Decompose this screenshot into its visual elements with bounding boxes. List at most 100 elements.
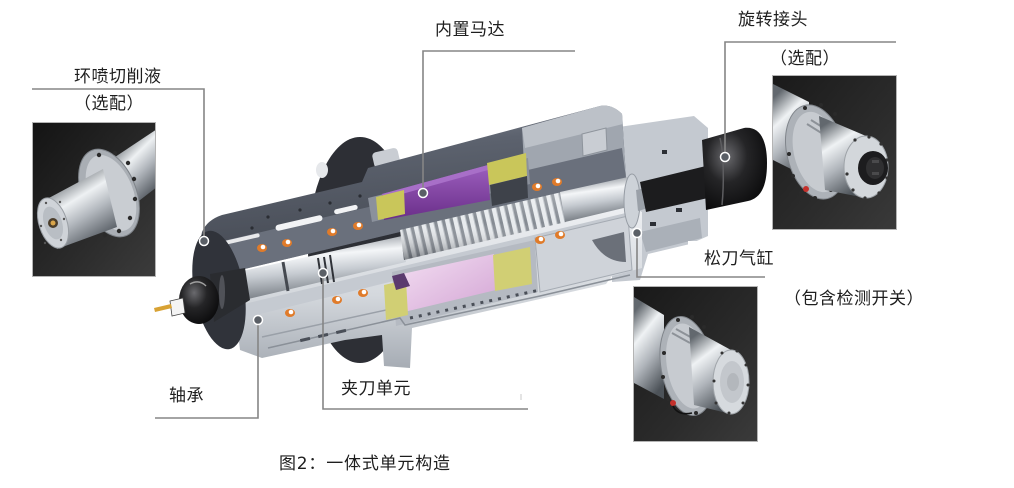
stator-end-ring-left (376, 190, 405, 220)
bearing-ball (282, 239, 292, 247)
release-cylinder-photo-image (634, 287, 757, 441)
coolant-channel-slot (224, 233, 260, 245)
bolt-hole (676, 318, 680, 322)
label-release-cylinder: 松刀气缸 (704, 249, 774, 269)
stator-lower-ring-right (493, 247, 532, 291)
bolt-hole (791, 174, 795, 178)
shaft-collar (281, 261, 290, 292)
bolt-hole (112, 150, 118, 156)
built-in-motor-stator (376, 153, 532, 320)
nozzle-hole (58, 200, 62, 204)
end-face-hole (845, 172, 849, 176)
bolt-hole (116, 228, 122, 234)
bearing-highlight (535, 183, 541, 189)
bearing-highlight (285, 239, 291, 245)
rotary-joint-tooth (872, 160, 879, 163)
bearing-highlight (538, 236, 544, 242)
spindle-nose (154, 230, 250, 350)
bearing-highlight (330, 228, 336, 234)
tool-tip (154, 304, 172, 312)
bearing-highlight (361, 289, 367, 295)
nozzle-hole (39, 224, 43, 228)
switch-cable (672, 405, 693, 415)
upper-housing-rear-highlight (522, 105, 623, 148)
leader-line (724, 41, 896, 157)
label-bearing: 轴承 (169, 386, 204, 406)
rear-housing-hole (662, 150, 667, 154)
bulb-highlight (189, 281, 207, 287)
callout-marker-icon (719, 151, 731, 163)
leader-coolant-ring (32, 88, 210, 247)
end-face-hole (741, 401, 745, 405)
coolant-ring-photo-image (33, 123, 155, 276)
stator-upper-half (382, 165, 490, 220)
rotary-joint-photo-image (773, 76, 896, 229)
rear-housing-step (640, 218, 702, 252)
bearing-ball (353, 222, 363, 230)
callout-marker-icon (317, 267, 329, 279)
label-rotary-joint: 旋转接头 (738, 10, 808, 30)
tool-holder-bulb (179, 276, 219, 324)
end-face-hole (714, 401, 718, 405)
clamp-ring (329, 254, 335, 283)
stator-lower-ring-left (384, 280, 408, 320)
callout-marker-icon (252, 314, 264, 326)
rotary-joint-photo (772, 75, 897, 230)
bearing-highlight (288, 309, 294, 315)
end-face-hole (867, 135, 871, 139)
bolt-hole (813, 196, 817, 200)
bolt-hole (125, 160, 131, 166)
tool-collet (169, 297, 186, 317)
label-coolant-ring: 环喷切削液 (74, 67, 162, 87)
callout-marker-icon (198, 235, 210, 247)
note-release-cylinder-switch: （包含检测开关） (784, 289, 924, 309)
coolant-channel-slot (334, 204, 358, 215)
nozzle-hole (43, 241, 47, 245)
bolt-hole (131, 176, 137, 182)
stator-lower-half (402, 254, 496, 312)
bearings (257, 178, 565, 317)
bolt-hole (666, 397, 670, 401)
lower-channel-line (261, 306, 401, 338)
sensor-marker (803, 186, 809, 192)
piston-center (727, 373, 739, 391)
leader-rotary-joint (719, 41, 896, 163)
disc-spring-shading (400, 192, 566, 260)
detection-switch-icon (670, 400, 676, 406)
bolt-hole (690, 315, 694, 319)
end-face-hole (885, 176, 889, 180)
rotary-joint-core (866, 157, 884, 179)
lower-channel-line (267, 274, 631, 349)
lower-block-cavity (592, 232, 626, 262)
end-face-hole (853, 138, 857, 142)
taper-highlight (219, 275, 225, 309)
bearing-ball (535, 236, 545, 244)
bolt-hole (132, 196, 138, 202)
rotary-joint-edge (719, 137, 725, 206)
tool-shank (50, 220, 56, 226)
bearing-highlight (335, 296, 341, 302)
leader-line (155, 320, 259, 419)
bearing-highlight (356, 222, 362, 228)
rotary-joint (640, 127, 767, 212)
bolt-hole (102, 232, 108, 238)
leader-line (422, 50, 575, 193)
bolt-hole (833, 112, 837, 116)
bolt-hole (127, 215, 133, 221)
bolt-hole (702, 325, 706, 329)
bearing-ball (532, 183, 542, 191)
nozzle-hole (44, 201, 48, 205)
main-cylinder (634, 297, 664, 399)
stator-end-ring-right (487, 153, 527, 185)
housing-hole (328, 201, 332, 205)
bolt-hole (662, 351, 666, 355)
bearing-ball (285, 309, 295, 317)
label-built-in-motor: 内置马达 (435, 20, 505, 40)
housing-hole (358, 194, 362, 198)
rotary-joint-neck (640, 166, 708, 212)
coolant-ring-photo (32, 122, 156, 277)
rear-housing-hole (676, 208, 682, 212)
flange-hole (316, 162, 328, 178)
